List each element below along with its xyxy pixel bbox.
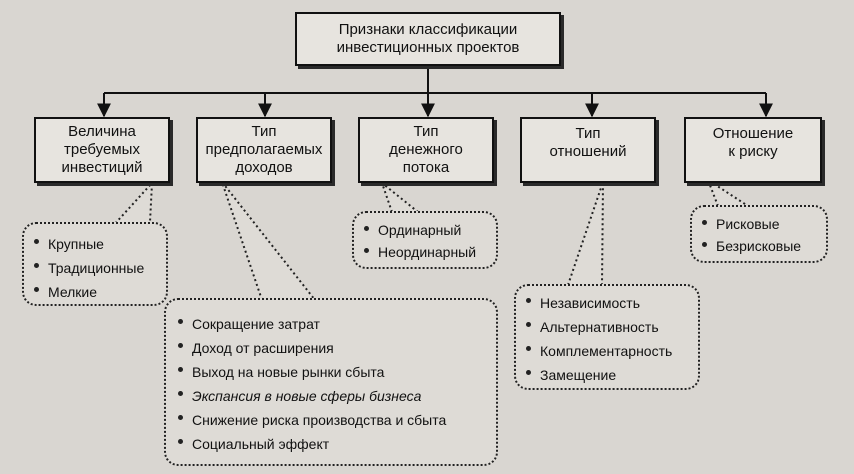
list-item: Снижение риска производства и сбыта bbox=[172, 408, 490, 432]
list-item: Замещение bbox=[520, 363, 694, 387]
list-item: Экспансия в новые сферы бизнеса bbox=[172, 384, 490, 408]
category-cash-flow-type: Тип денежного потока bbox=[358, 117, 494, 183]
callout-tail-relation-type bbox=[567, 181, 604, 286]
list-item: Социальный эффект bbox=[172, 432, 490, 456]
list-item: Неординарный bbox=[358, 241, 492, 263]
root-node: Признаки классификации инвестиционных пр… bbox=[295, 12, 561, 66]
list-item: Доход от расширения bbox=[172, 336, 490, 360]
list-item: Альтернативность bbox=[520, 315, 694, 339]
category-label-line: Отношение bbox=[712, 125, 794, 142]
category-label-line: денежного bbox=[389, 141, 463, 158]
category-label-line: к риску bbox=[728, 143, 778, 160]
category-investment-size: Величина требуемых инвестиций bbox=[34, 117, 170, 183]
list-item: Рисковые bbox=[696, 213, 822, 235]
list-item: Безрисковые bbox=[696, 235, 822, 257]
category-label-line: инвестиций bbox=[61, 159, 143, 176]
category-label-line: Тип bbox=[251, 123, 277, 140]
category-risk-attitude: Отношение к риску bbox=[684, 117, 822, 183]
list-item: Мелкие bbox=[28, 280, 162, 304]
category-label-line: предполагаемых bbox=[205, 141, 323, 158]
callout-tail-risk-attitude bbox=[705, 177, 749, 207]
list-item: Выход на новые рынки сбыта bbox=[172, 360, 490, 384]
items-investment-size: Крупные Традиционные Мелкие bbox=[22, 222, 168, 306]
category-relation-type: Тип отношений bbox=[520, 117, 656, 183]
category-label-line: потока bbox=[402, 159, 450, 176]
list-item: Ординарный bbox=[358, 219, 492, 241]
items-risk-attitude: Рисковые Безрисковые bbox=[690, 205, 828, 263]
list-item: Сокращение затрат bbox=[172, 312, 490, 336]
category-label-line: требуемых bbox=[64, 141, 140, 158]
list-item: Традиционные bbox=[28, 256, 162, 280]
root-label-line-2: инвестиционных проектов bbox=[336, 39, 520, 56]
list-item: Независимость bbox=[520, 291, 694, 315]
callout-tail-cash-flow-type bbox=[379, 180, 419, 213]
items-relation-type: Независимость Альтернативность Комплемен… bbox=[514, 284, 700, 390]
category-income-type: Тип предполагаемых доходов bbox=[196, 117, 332, 183]
callout-tail-income-type bbox=[221, 181, 316, 301]
callout-tail-investment-size bbox=[111, 180, 154, 228]
category-label-line: отношений bbox=[549, 143, 627, 160]
list-item: Крупные bbox=[28, 232, 162, 256]
category-label-line: доходов bbox=[235, 159, 293, 176]
root-label-line-1: Признаки классификации bbox=[338, 21, 518, 38]
category-label-line: Тип bbox=[575, 125, 601, 142]
list-item: Комплементарность bbox=[520, 339, 694, 363]
items-income-type: Сокращение затрат Доход от расширения Вы… bbox=[164, 298, 498, 466]
category-label-line: Величина bbox=[68, 123, 136, 140]
category-label-line: Тип bbox=[413, 123, 439, 140]
items-cash-flow-type: Ординарный Неординарный bbox=[352, 211, 498, 269]
